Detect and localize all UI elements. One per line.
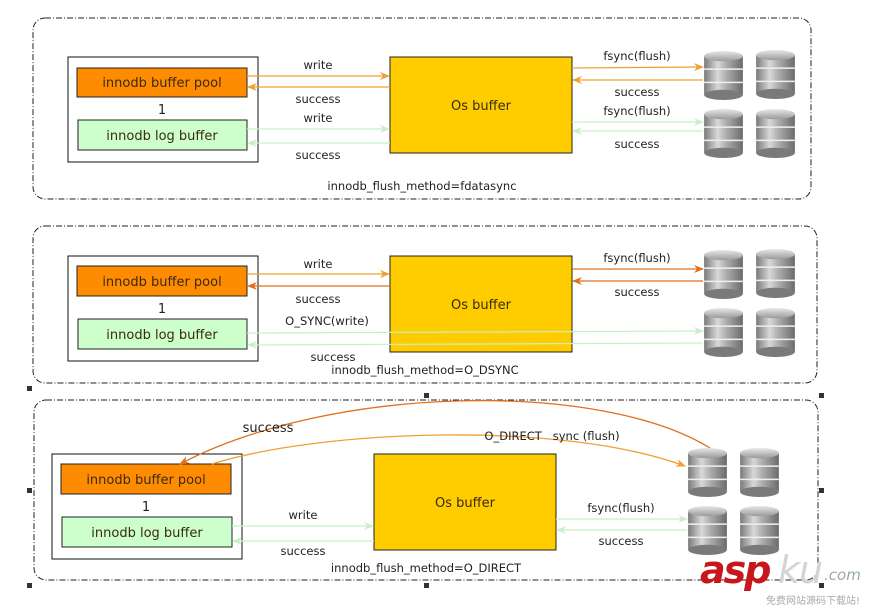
disk-bottom-write-label: fsync(flush) <box>587 501 654 515</box>
disk-top-write-label: fsync(flush) <box>603 49 670 63</box>
disk-top-success-label: success <box>615 285 660 299</box>
buffer-pool-box[interactable] <box>76 67 248 98</box>
pool-success-label: success <box>296 292 341 306</box>
log-write-label: write <box>289 508 318 522</box>
direct-success-arrow <box>179 399 711 465</box>
method-label: innodb_flush_method=fdatasync <box>327 179 516 193</box>
os-buffer-box[interactable] <box>389 255 573 353</box>
disk-bottom-success-label: success <box>599 534 644 548</box>
database-cylinder-icon <box>756 249 795 298</box>
direct-write-arrow <box>211 434 686 467</box>
panel-o-dsync: innodb buffer pool 1 innodb log buffer O… <box>32 225 818 384</box>
database-cylinder-icon <box>688 448 727 497</box>
method-label: innodb_flush_method=O_DIRECT <box>331 561 522 575</box>
database-cylinder-icon <box>756 109 795 158</box>
os-buffer-label: Os buffer <box>435 496 496 511</box>
watermark-domain: .com <box>824 566 861 584</box>
os-buffer-box[interactable] <box>389 56 573 154</box>
log-buffer-box[interactable] <box>77 119 248 151</box>
direct-write-label: O_DIRECT sync (flush) <box>484 429 619 443</box>
separator-label: 1 <box>158 302 166 317</box>
selection-handles[interactable] <box>27 386 824 588</box>
watermark-logo: asp ku .com 免费网站源码下载站! <box>700 548 872 610</box>
database-cylinder-icon <box>704 250 743 299</box>
os-buffer-box[interactable] <box>373 453 557 551</box>
panel-o-direct: innodb buffer pool 1 innodb log buffer O… <box>27 386 824 588</box>
database-cylinder-icon <box>704 109 743 158</box>
watermark-brand-gray: ku <box>778 548 823 592</box>
buffer-pool-box[interactable] <box>60 463 232 495</box>
pool-success-label: success <box>296 92 341 106</box>
buffer-pool-box[interactable] <box>76 265 248 297</box>
direct-success-label: success <box>243 421 294 436</box>
log-o-sync-write-arrow <box>246 327 704 336</box>
log-buffer-label: innodb log buffer <box>91 526 203 541</box>
disk-top-write-label: fsync(flush) <box>603 251 670 265</box>
log-buffer-label: innodb log buffer <box>106 129 218 144</box>
disk-bottom-write-label: fsync(flush) <box>603 104 670 118</box>
watermark-brand-red: asp <box>700 548 771 592</box>
database-cylinder-icon <box>756 308 795 357</box>
panel-fdatasync: innodb buffer pool 1 innodb log buffer O… <box>32 17 812 200</box>
separator-label: 1 <box>142 500 150 515</box>
log-success-label: success <box>281 544 326 558</box>
watermark-tagline: 免费网站源码下载站! <box>766 596 861 607</box>
log-write-label: write <box>304 111 333 125</box>
pool-write-label: write <box>304 257 333 271</box>
buffer-pool-label: innodb buffer pool <box>102 275 221 290</box>
database-cylinder-icon <box>740 448 779 497</box>
panel-border <box>33 399 819 581</box>
log-write-label: O_SYNC(write) <box>285 314 369 328</box>
panel-border <box>32 225 818 384</box>
disk-top-success-label: success <box>615 85 660 99</box>
log-buffer-label: innodb log buffer <box>106 328 218 343</box>
os-buffer-label: Os buffer <box>451 99 512 114</box>
database-cylinder-icon <box>704 308 743 357</box>
log-success-arrow <box>247 340 704 349</box>
disk-top-write-arrow <box>571 63 704 72</box>
pool-write-label: write <box>304 58 333 72</box>
database-cylinder-icon <box>704 51 743 100</box>
method-label: innodb_flush_method=O_DSYNC <box>331 363 518 377</box>
buffer-pool-label: innodb buffer pool <box>86 473 205 488</box>
disk-bottom-success-label: success <box>615 137 660 151</box>
log-buffer-box[interactable] <box>61 516 233 548</box>
panel-border <box>32 17 812 200</box>
log-buffer-box[interactable] <box>77 318 248 350</box>
os-buffer-label: Os buffer <box>451 298 512 313</box>
log-success-label: success <box>311 350 356 364</box>
separator-label: 1 <box>158 103 166 118</box>
buffer-pool-label: innodb buffer pool <box>102 76 221 91</box>
log-success-label: success <box>296 148 341 162</box>
database-cylinder-icon <box>756 50 795 99</box>
